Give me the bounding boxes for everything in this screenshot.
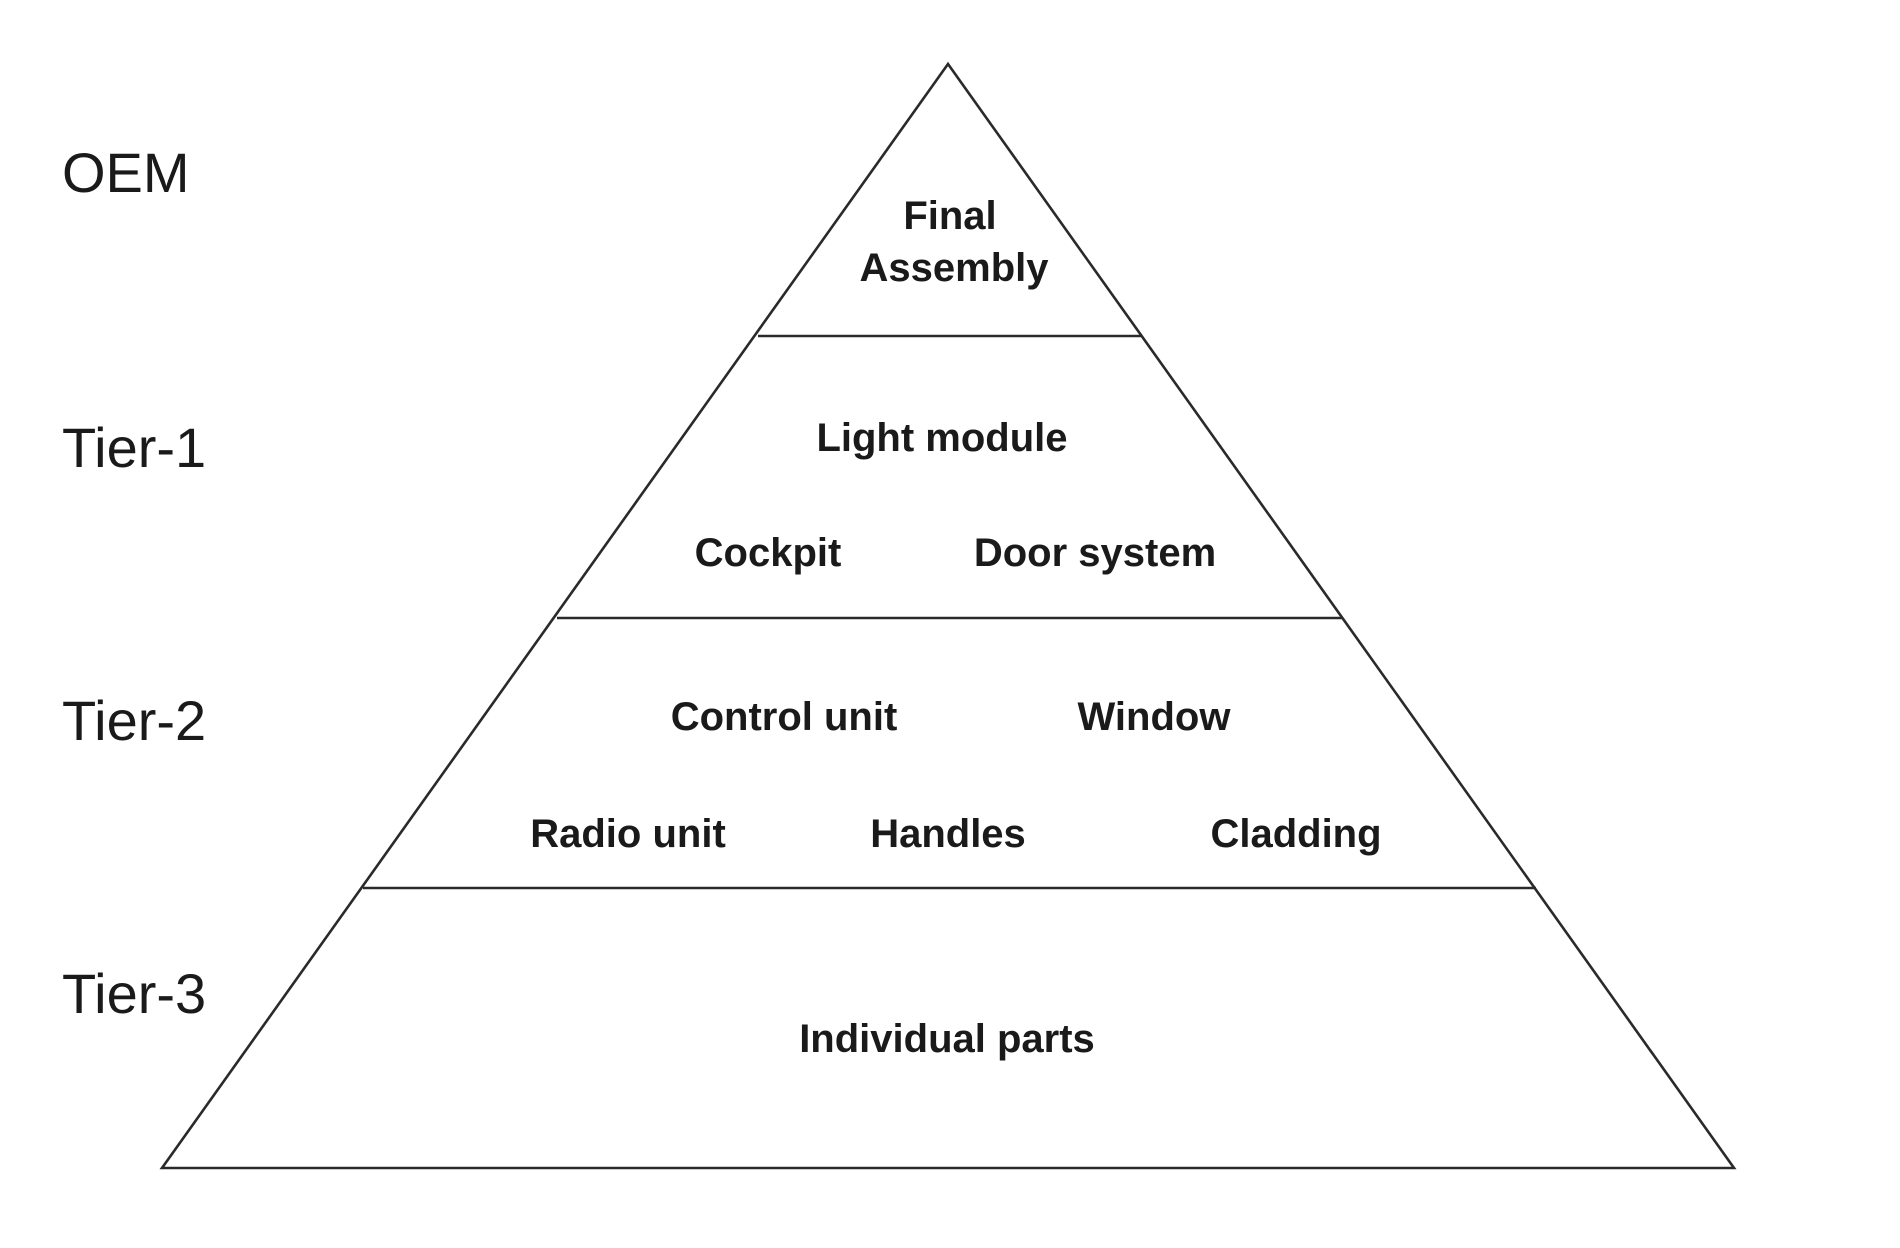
item-assembly: Assembly — [860, 246, 1050, 290]
pyramid-outline — [159, 61, 1737, 1170]
item-door-system: Door system — [974, 531, 1216, 575]
item-cladding: Cladding — [1210, 812, 1381, 856]
item-handles: Handles — [870, 812, 1026, 856]
tier-label-tier-2: Tier-2 — [62, 689, 206, 752]
tier-label-oem: OEM — [62, 141, 190, 204]
item-cockpit: Cockpit — [695, 531, 842, 575]
item-control-unit: Control unit — [671, 695, 898, 739]
item-window: Window — [1078, 695, 1232, 739]
tier-label-tier-1: Tier-1 — [62, 416, 206, 479]
tier-label-tier-3: Tier-3 — [62, 962, 206, 1025]
item-light-module: Light module — [816, 416, 1067, 460]
item-final: Final — [903, 194, 996, 238]
item-radio-unit: Radio unit — [530, 812, 726, 856]
item-individual-parts: Individual parts — [799, 1017, 1095, 1061]
